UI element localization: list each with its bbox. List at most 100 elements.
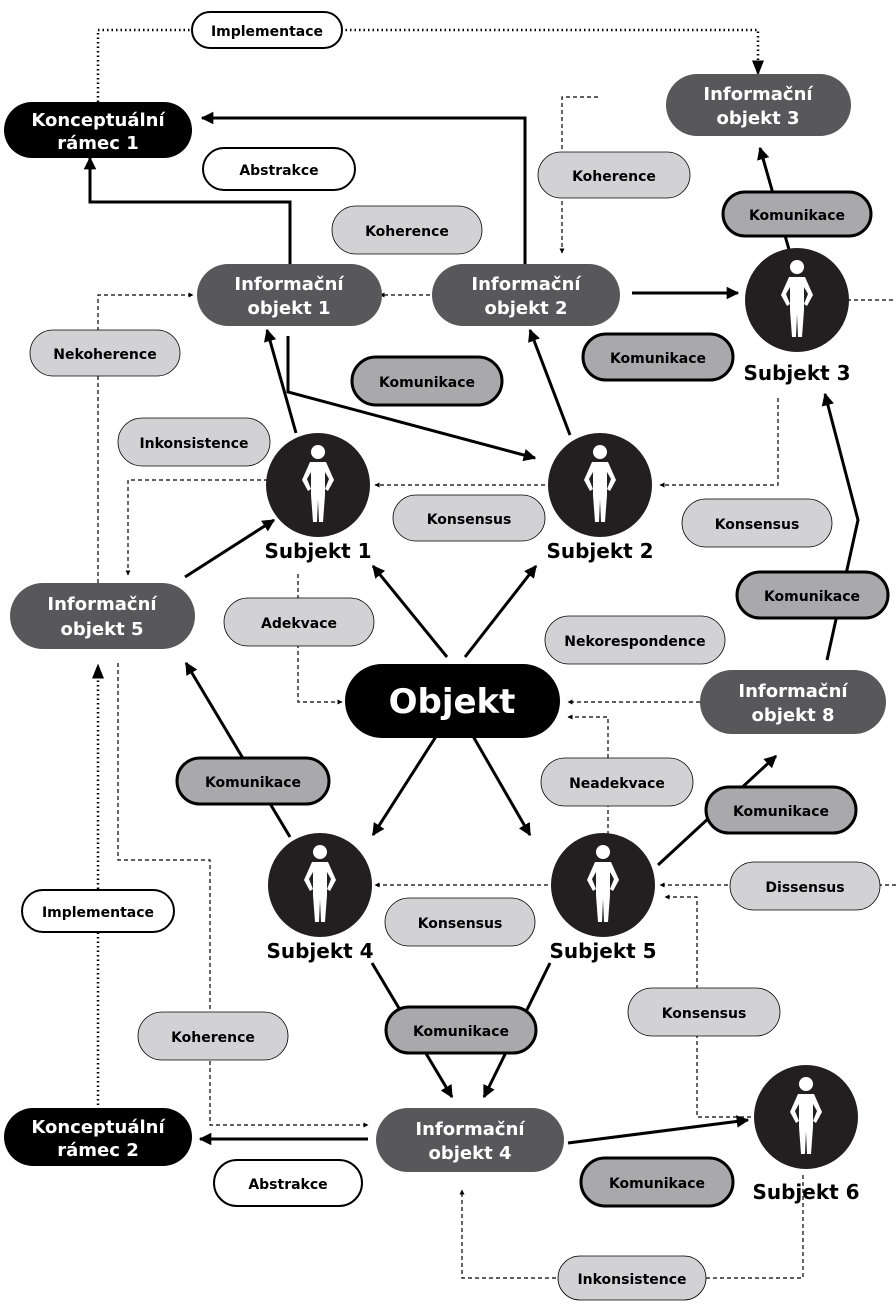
info-object-1-line-2: objekt 1	[248, 298, 331, 319]
svg-text:Komunikace: Komunikace	[733, 804, 829, 820]
svg-text:Komunikace: Komunikace	[764, 589, 860, 605]
svg-text:Neadekvace: Neadekvace	[569, 776, 665, 792]
label-inkonsistence-1: Inkonsistence	[117, 417, 271, 467]
conceptual-frame-1-line-2: rámec 1	[57, 133, 138, 154]
svg-text:Nekorespondence: Nekorespondence	[564, 634, 705, 650]
svg-text:Konsensus: Konsensus	[715, 517, 800, 533]
svg-text:Konsensus: Konsensus	[427, 512, 512, 528]
conceptual-frame-2-line-1: Konceptuální	[31, 1117, 165, 1138]
subjects: Subjekt 1 Subjekt 2 Subjekt 3 Subjekt 4 …	[264, 248, 860, 1204]
subject-2	[548, 433, 652, 537]
edge-io5-to-subject1	[184, 518, 276, 579]
svg-text:Implementace: Implementace	[211, 24, 323, 40]
person-figure-icon	[304, 845, 336, 922]
subject-2-label: Subjekt 2	[546, 539, 653, 563]
info-object-2: Informační objekt 2	[432, 264, 620, 326]
subject-6	[754, 1065, 858, 1169]
svg-text:Komunikace: Komunikace	[749, 208, 845, 224]
conceptual-frame-1: Konceptuální rámec 1	[4, 102, 192, 158]
nodes: Konceptuální rámec 1 Konceptuální rámec …	[4, 74, 886, 1172]
info-object-5-line-1: Informační	[47, 594, 157, 615]
svg-text:Konsensus: Konsensus	[418, 916, 503, 932]
label-neadekvace: Neadekvace	[540, 757, 694, 807]
label-komunikace-4: Komunikace	[735, 570, 890, 620]
subject-4	[268, 833, 372, 937]
edge-koherence-bottom	[117, 663, 369, 1128]
subject-5	[551, 833, 655, 937]
info-object-1-line-1: Informační	[234, 274, 344, 295]
edge-object-to-subject4	[371, 723, 446, 837]
object-label: Objekt	[389, 682, 516, 722]
edge-subject2-to-io2	[528, 328, 572, 436]
edge-object-to-subject2	[463, 565, 538, 658]
edge-io1-to-subject2	[286, 336, 537, 462]
edge-object-to-subject1	[371, 565, 449, 658]
svg-text:Implementace: Implementace	[42, 905, 154, 921]
info-object-5-line-2: objekt 5	[61, 619, 144, 640]
subject-3	[745, 248, 849, 352]
svg-text:Inkonsistence: Inkonsistence	[577, 1272, 686, 1288]
edge-subject1-to-io1	[264, 328, 298, 434]
label-komunikace-3: Komunikace	[581, 332, 735, 382]
svg-text:Komunikace: Komunikace	[205, 775, 301, 791]
subject-3-label: Subjekt 3	[743, 361, 850, 385]
svg-text:Adekvace: Adekvace	[261, 616, 337, 632]
svg-text:Konsensus: Konsensus	[662, 1006, 747, 1022]
edge-object-to-subject5	[464, 723, 532, 837]
relation-labels: Implementace Abstrakce Implementace Abst…	[21, 11, 890, 1301]
info-object-1: Informační objekt 1	[197, 264, 382, 326]
svg-text:Komunikace: Komunikace	[609, 1176, 705, 1192]
subject-5-label: Subjekt 5	[549, 939, 656, 963]
person-figure-icon	[302, 445, 334, 522]
label-implementace-left: Implementace	[21, 889, 175, 933]
conceptual-frame-1-line-1: Konceptuální	[31, 110, 165, 131]
edge-subject4-to-io5	[184, 661, 292, 838]
info-object-2-line-1: Informační	[471, 274, 581, 295]
info-object-4-line-2: objekt 4	[429, 1143, 512, 1164]
label-koherence-1: Koherence	[537, 151, 691, 199]
info-object-3: Informační objekt 3	[666, 74, 851, 136]
edge-nekoherence	[97, 292, 194, 590]
info-object-4: Informační objekt 4	[376, 1108, 564, 1172]
info-object-8-line-2: objekt 8	[752, 705, 835, 726]
label-koherence-2: Koherence	[331, 205, 483, 255]
label-abstrakce-top: Abstrakce	[202, 147, 356, 191]
label-komunikace-2: Komunikace	[350, 355, 504, 407]
info-object-8: Informační objekt 8	[700, 670, 886, 734]
label-abstrakce-bottom: Abstrakce	[213, 1159, 363, 1207]
svg-text:Nekoherence: Nekoherence	[53, 347, 156, 363]
conceptual-frame-2-line-2: rámec 2	[57, 1140, 138, 1161]
person-figure-icon	[587, 845, 619, 922]
subject-6-label: Subjekt 6	[752, 1180, 859, 1204]
label-konsensus-1: Konsensus	[392, 494, 546, 542]
svg-text:Dissensus: Dissensus	[765, 880, 844, 896]
edge-inkonsistence-1	[125, 479, 268, 576]
info-object-2-line-2: objekt 2	[485, 298, 568, 319]
label-koherence-3: Koherence	[137, 1011, 289, 1061]
label-konsensus-4: Konsensus	[627, 987, 781, 1037]
edge-io3-to-io2	[559, 96, 598, 254]
info-object-5: Informační objekt 5	[10, 583, 195, 649]
person-figure-icon	[781, 260, 813, 337]
info-object-4-line-1: Informační	[415, 1119, 525, 1140]
svg-text:Inkonsistence: Inkonsistence	[139, 436, 248, 452]
svg-text:Abstrakce: Abstrakce	[248, 1177, 327, 1193]
label-inkonsistence-2: Inkonsistence	[557, 1255, 707, 1301]
label-komunikace-1: Komunikace	[721, 190, 873, 238]
svg-text:Koherence: Koherence	[365, 224, 449, 240]
label-konsensus-2: Konsensus	[681, 498, 833, 548]
info-object-3-line-1: Informační	[703, 84, 813, 105]
label-nekoherence: Nekoherence	[29, 329, 181, 377]
label-nekorespondence: Nekorespondence	[544, 615, 726, 665]
svg-text:Komunikace: Komunikace	[610, 351, 706, 367]
label-komunikace-5: Komunikace	[175, 756, 331, 806]
label-adekvace: Adekvace	[223, 597, 375, 647]
subject-4-label: Subjekt 4	[266, 939, 373, 963]
info-object-3-line-2: objekt 3	[717, 108, 800, 129]
svg-text:Komunikace: Komunikace	[379, 375, 475, 391]
edge-implementace-top	[96, 28, 764, 102]
label-konsensus-3: Konsensus	[384, 897, 536, 947]
label-komunikace-8: Komunikace	[579, 1156, 735, 1208]
person-figure-icon	[790, 1077, 822, 1154]
